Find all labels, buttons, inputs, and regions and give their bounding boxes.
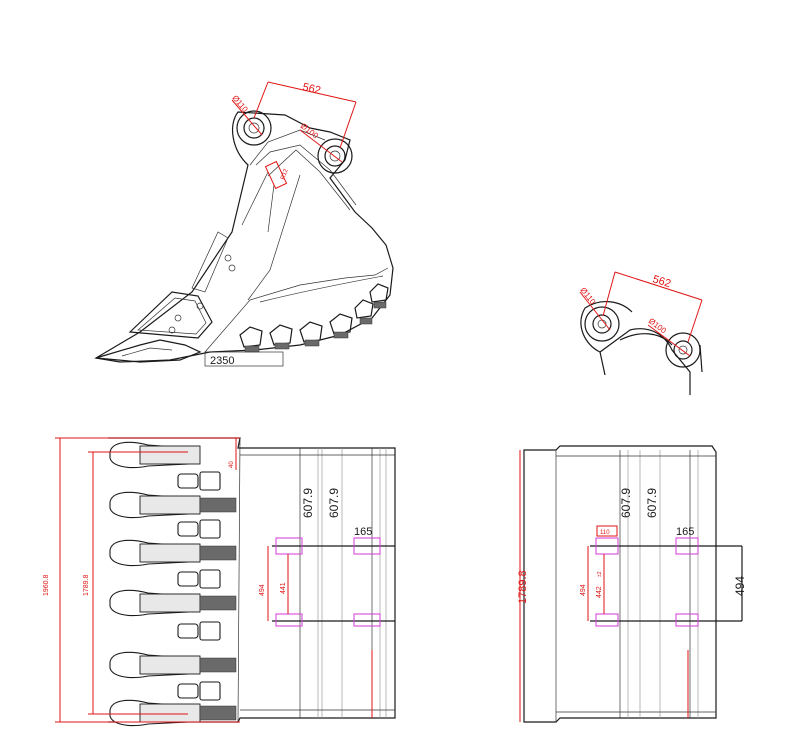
side-view: 2350 562 Ø110 Ø100 R12 [94, 81, 394, 367]
front-lug-width: 165 [354, 526, 372, 538]
rear-right-spacing: 494 [733, 576, 747, 596]
rear-view: 1789.8 494 442 ±2 110 607.9 607.9 165 49… [517, 445, 747, 723]
rear-upper-dim-2: 607.9 [645, 488, 659, 518]
rear-width: 1789.8 [517, 570, 529, 604]
detail-view: 562 Ø110 Ø100 [578, 271, 703, 395]
front-lug-inner: 441 [280, 582, 287, 594]
detail-pin-spacing: 562 [651, 273, 672, 290]
front-teeth [109, 441, 189, 727]
rear-lug-inner-tol: ±2 [597, 571, 603, 577]
side-bottom-label: 2350 [210, 355, 234, 367]
front-upper-dim-2: 607.9 [327, 488, 341, 518]
front-top-offset: 40 [229, 461, 235, 468]
rear-boss-dim: 110 [600, 530, 610, 536]
rear-lug-spacing: 494 [580, 584, 587, 596]
side-small-dim: R12 [280, 168, 290, 181]
front-view: 1960.8 1789.8 40 494 441 607.9 607.9 165 [43, 437, 396, 727]
front-overall-width: 1960.8 [43, 574, 50, 596]
front-inner-width: 1789.8 [83, 574, 90, 596]
side-pin-spacing: 562 [301, 81, 322, 97]
front-side-shrouds [177, 471, 221, 701]
rear-lug-inner: 442 [596, 586, 603, 598]
front-upper-dim-1: 607.9 [301, 488, 315, 518]
rear-lug-width: 165 [676, 526, 694, 538]
side-pin-dia-left: Ø110 [230, 94, 249, 115]
front-lug-spacing: 494 [259, 584, 266, 596]
side-wear-parts [239, 283, 389, 353]
rear-upper-dim-1: 607.9 [619, 488, 633, 518]
front-adapters [139, 445, 237, 723]
